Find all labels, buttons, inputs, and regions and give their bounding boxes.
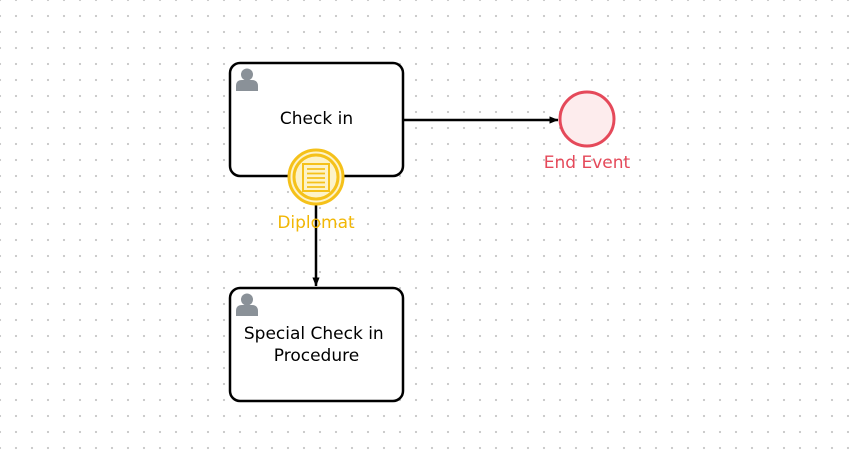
boundary-event-diplomat[interactable] [287,148,345,206]
task-special-check-in-procedure[interactable]: Special Check in Procedure [228,286,405,403]
end-event[interactable] [558,90,616,148]
user-icon [236,293,258,316]
boundary-event-label: Diplomat [277,213,355,233]
task-label-check-in: Check in [280,109,353,129]
task-check-in[interactable]: Check in [228,61,405,178]
conditional-document-icon [302,163,330,192]
task-label-special-check-in: Special Check in Procedure [244,324,389,366]
user-icon [236,68,258,91]
end-event-label: End Event [544,153,631,173]
